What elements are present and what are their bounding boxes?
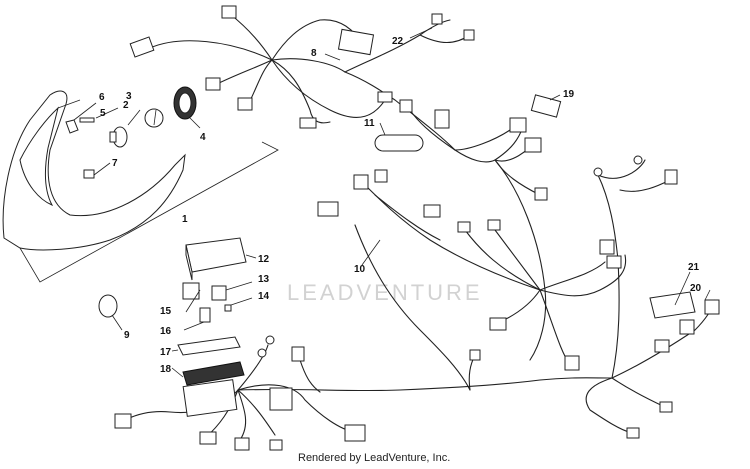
callout-21: 21 bbox=[688, 262, 700, 273]
callout-13: 13 bbox=[258, 274, 270, 285]
callout-leaders bbox=[324, 27, 711, 306]
callout-1: 1 bbox=[182, 214, 188, 225]
callout-15: 15 bbox=[160, 306, 172, 317]
callout-5: 5 bbox=[100, 108, 106, 119]
callout-16: 16 bbox=[160, 326, 172, 337]
bulb-parts bbox=[65, 86, 201, 179]
watermark-text: LEADVENTURE bbox=[287, 280, 483, 305]
harness-connectors bbox=[114, 5, 720, 451]
callout-18: 18 bbox=[160, 364, 172, 375]
callout-12: 12 bbox=[258, 254, 270, 265]
callout-labels: 1 2 3 4 5 6 7 8 9 10 11 12 13 14 15 16 1… bbox=[99, 36, 702, 375]
callout-2: 2 bbox=[123, 100, 129, 111]
callout-14: 14 bbox=[258, 291, 270, 302]
callout-19: 19 bbox=[563, 89, 575, 100]
callout-7: 7 bbox=[112, 158, 118, 169]
callout-4: 4 bbox=[200, 132, 206, 143]
callout-9: 9 bbox=[124, 330, 130, 341]
callout-17: 17 bbox=[160, 347, 172, 358]
callout-11: 11 bbox=[364, 118, 375, 129]
fuse-relay-parts bbox=[171, 237, 257, 386]
callout-3: 3 bbox=[126, 91, 132, 102]
callout-10: 10 bbox=[354, 264, 366, 275]
callout-6: 6 bbox=[99, 92, 105, 103]
footer-credit: Rendered by LeadVenture, Inc. bbox=[298, 452, 451, 464]
headlight-assembly bbox=[2, 90, 279, 283]
callout-22: 22 bbox=[392, 36, 404, 47]
retaining-ring bbox=[98, 294, 118, 318]
callout-20: 20 bbox=[690, 283, 702, 294]
callout-8: 8 bbox=[311, 48, 317, 59]
